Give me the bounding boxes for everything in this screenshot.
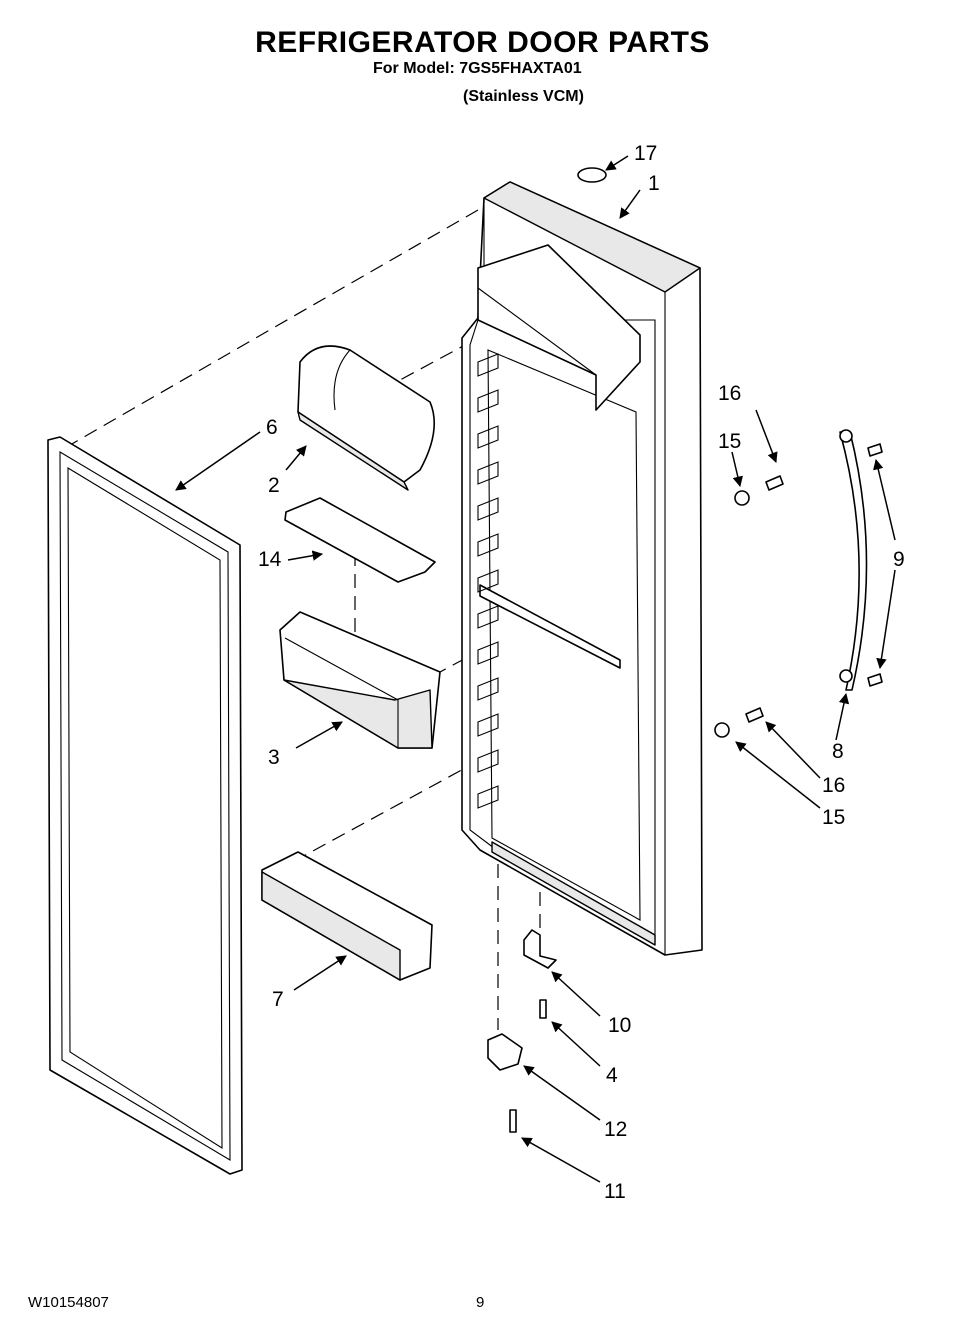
dairy-compartment [297, 345, 436, 491]
callout-3: 3 [268, 746, 280, 769]
model-number: For Model: 7GS5FHAXTA01 [373, 60, 582, 77]
handle-mounting-hardware [714, 443, 883, 738]
callout-14: 14 [258, 548, 282, 571]
door-shelf-tabs [477, 353, 499, 809]
callout-2: 2 [268, 474, 280, 497]
callout-15-top: 15 [718, 430, 741, 453]
callout-6: 6 [266, 416, 278, 439]
callout-16-top: 16 [718, 382, 741, 405]
callout-15-bottom: 15 [822, 806, 845, 829]
callout-4: 4 [606, 1064, 618, 1087]
callout-11: 11 [604, 1180, 626, 1203]
bin-cover [284, 497, 436, 583]
page-title: REFRIGERATOR DOOR PARTS [255, 26, 710, 59]
callout-labels: 17 1 6 2 14 3 7 16 15 9 8 16 15 10 4 12 … [258, 142, 905, 1203]
door-gasket [47, 436, 243, 1175]
callout-12: 12 [604, 1118, 627, 1141]
callout-7: 7 [272, 988, 284, 1011]
callout-1: 1 [648, 172, 660, 195]
lower-door-bin [261, 851, 433, 981]
door-handle [839, 429, 868, 691]
callout-8: 8 [832, 740, 844, 763]
door-bin [279, 611, 441, 749]
callout-leaders [175, 155, 896, 1183]
callout-9: 9 [893, 548, 905, 571]
callout-10: 10 [608, 1014, 631, 1037]
callout-17: 17 [634, 142, 657, 165]
page-number: 9 [476, 1294, 485, 1311]
document-number: W10154807 [28, 1294, 109, 1311]
door-plug [577, 167, 607, 183]
refrigerator-door [461, 181, 703, 956]
model-variant: (Stainless VCM) [463, 88, 584, 105]
callout-16-bottom: 16 [822, 774, 845, 797]
door-hinge-parts [487, 929, 557, 1133]
